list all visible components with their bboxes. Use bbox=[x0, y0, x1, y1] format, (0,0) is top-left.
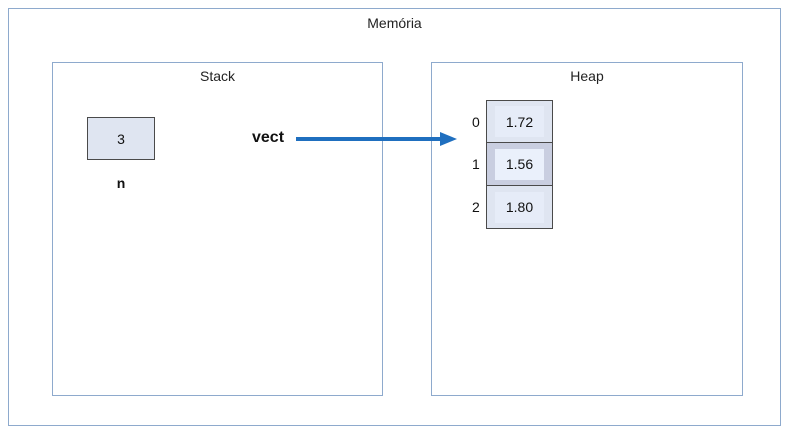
array-cell-2: 2 1.80 bbox=[472, 186, 553, 229]
array-value-1: 1.56 bbox=[505, 156, 534, 172]
array-value-0: 1.72 bbox=[505, 113, 534, 130]
array-index-1: 1 bbox=[472, 156, 480, 172]
variable-n-label: n bbox=[116, 175, 126, 191]
array-cell-0: 0 1.72 bbox=[472, 100, 553, 143]
array-index-0: 0 bbox=[472, 113, 480, 130]
array-cell-1: 1 1.56 bbox=[472, 143, 553, 186]
variable-n-box: 3 bbox=[87, 117, 155, 160]
heap-panel: Heap bbox=[431, 62, 743, 396]
stack-title: Stack bbox=[199, 68, 235, 84]
memory-title: Memória bbox=[367, 15, 422, 31]
array-value-2: 1.80 bbox=[505, 199, 534, 215]
heap-title: Heap bbox=[570, 68, 604, 84]
array-index-2: 2 bbox=[472, 199, 480, 215]
heap-array: 0 1.72 1 1.56 2 1.80 bbox=[472, 100, 553, 229]
variable-n-value: 3 bbox=[117, 130, 125, 147]
pointer-vect-label: vect bbox=[252, 129, 285, 146]
